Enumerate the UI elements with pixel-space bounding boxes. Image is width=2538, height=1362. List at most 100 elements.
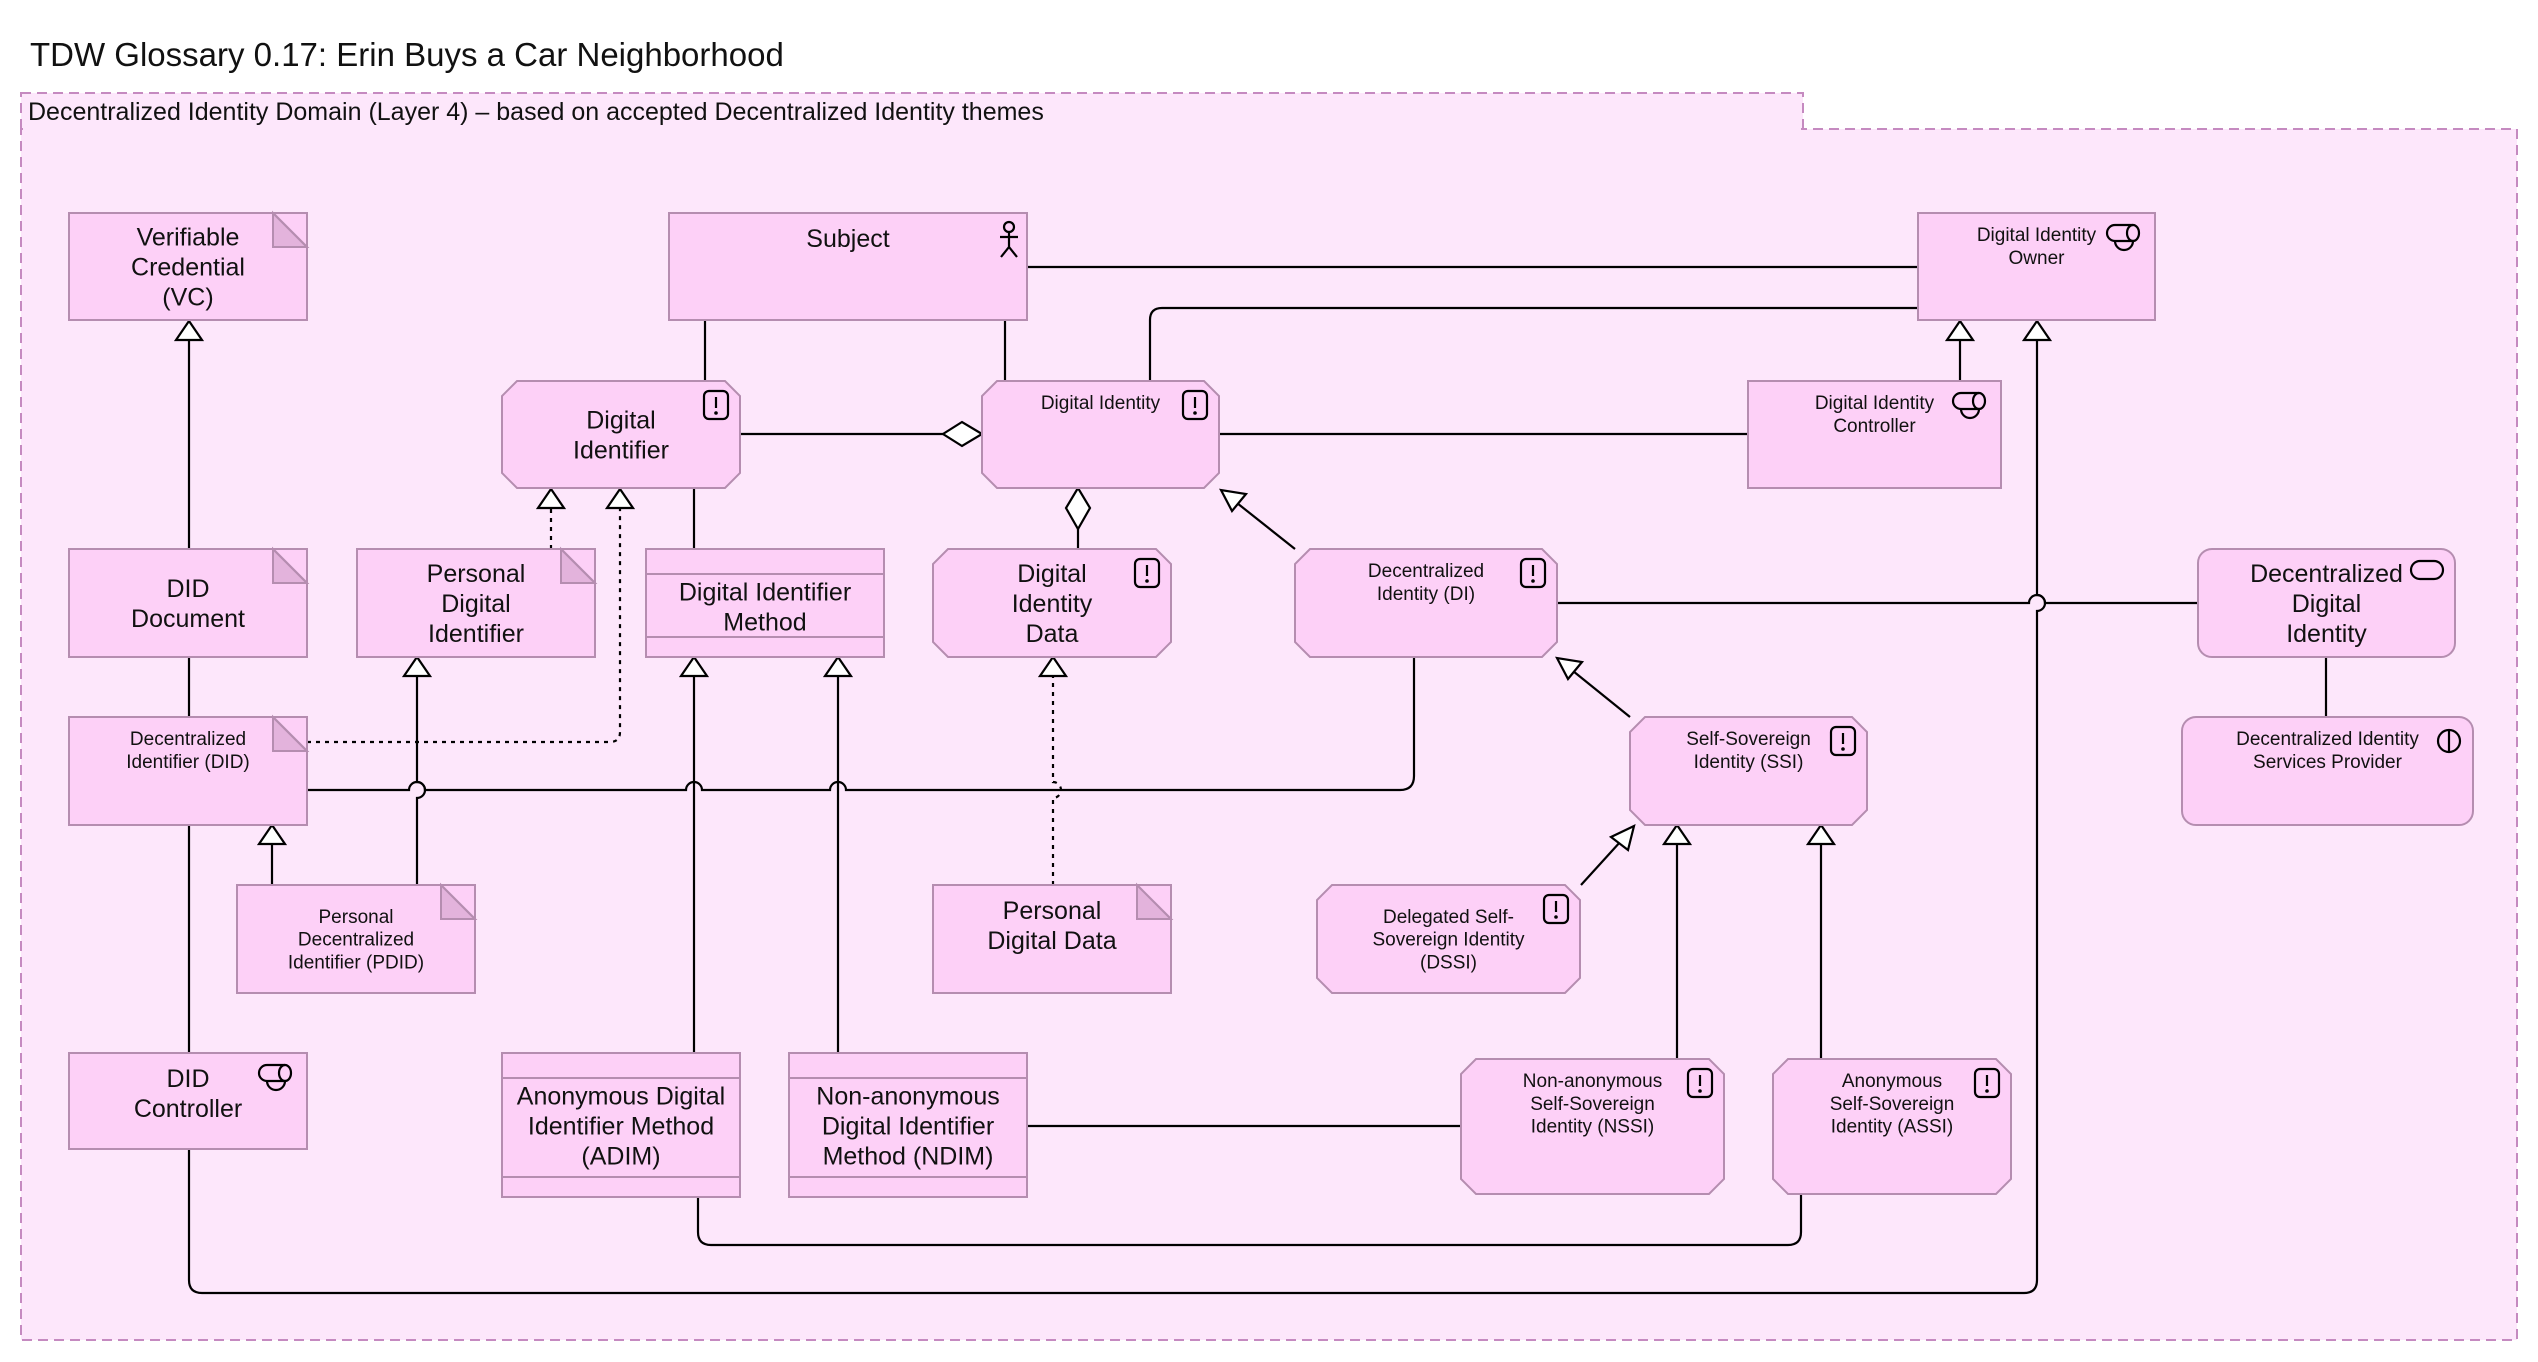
element-label: Sovereign Identity <box>1372 930 1525 951</box>
element-label: Identity <box>1012 590 1093 618</box>
spec-arrow-method-adim <box>678 655 710 678</box>
element-shape <box>1460 1058 1725 1195</box>
element-label: Self-Sovereign <box>1830 1094 1955 1115</box>
element-label: Delegated Self- <box>1383 907 1514 928</box>
spec-arrow-ssi-nssi <box>1661 823 1693 846</box>
element-label: Decentralized Identity <box>2236 729 2419 750</box>
group-decentralized-identity-domain: Decentralized Identity Domain (Layer 4) … <box>20 92 2518 1341</box>
element-label: Identity (SSI) <box>1694 752 1804 773</box>
element-label: Decentralized <box>1368 561 1484 582</box>
element-label: Identifier (DID) <box>126 752 250 773</box>
element-label: Subject <box>806 225 889 253</box>
aggregation-diamond-identifier <box>940 420 985 448</box>
element-dig-identity[interactable]: Digital Identity <box>981 380 1220 489</box>
exclamation-icon <box>1829 725 1857 757</box>
element-label: Digital Identity <box>1041 393 1161 414</box>
element-label: Identifier Method <box>528 1112 714 1140</box>
element-label: Personal <box>427 560 526 588</box>
element-label: DID <box>166 1065 209 1093</box>
element-label: Identity (ASSI) <box>1831 1117 1954 1138</box>
spec-arrow-di <box>1555 656 1585 681</box>
element-label: Non-anonymous <box>816 1082 999 1110</box>
element-shape <box>68 716 308 826</box>
representation-icon <box>440 882 478 920</box>
element-label: Document <box>131 605 245 633</box>
actor-icon <box>1000 220 1018 258</box>
rel-pdd-data <box>1051 676 1063 885</box>
element-shape <box>1294 548 1558 658</box>
element-label: Credential <box>131 253 245 281</box>
element-label: Verifiable <box>137 223 240 251</box>
element-label: Digital Identity <box>1977 225 2097 246</box>
group-label: Decentralized Identity Domain (Layer 4) … <box>28 98 1044 126</box>
element-shape <box>1917 212 2156 321</box>
element-label: Digital <box>1017 560 1086 588</box>
element-label: (VC) <box>162 283 213 311</box>
element-label: Personal <box>319 907 394 928</box>
element-label: Decentralized <box>2250 560 2403 588</box>
element-label: Digital Identity <box>1815 393 1935 414</box>
element-shape <box>2197 548 2456 658</box>
element-shape <box>932 884 1172 994</box>
spec-arrow-ssi-assi <box>1805 823 1837 846</box>
element-label: Identifier (PDID) <box>288 952 424 973</box>
element-shape <box>1772 1058 2012 1195</box>
spec-arrow-did <box>256 823 288 846</box>
element-subject[interactable]: Subject <box>668 212 1028 321</box>
spec-arrow-method-ndim <box>822 655 854 678</box>
element-label: Identity (NSSI) <box>1531 1117 1655 1138</box>
rel-dssi-ssi <box>1580 840 1622 886</box>
rel-identity-owner <box>1148 306 1918 381</box>
element-shape <box>68 212 308 321</box>
element-label: Self-Sovereign <box>1530 1094 1655 1115</box>
element-shape <box>1316 884 1581 994</box>
element-shape <box>356 548 596 658</box>
exclamation-icon <box>1133 557 1161 589</box>
element-label: Method (NDIM) <box>823 1142 994 1170</box>
element-shape <box>68 548 308 658</box>
representation-icon <box>560 546 598 584</box>
exclamation-icon <box>1686 1067 1714 1099</box>
aggregation-diamond-data <box>1064 485 1092 532</box>
element-label: Digital Identifier <box>822 1112 994 1140</box>
spec-arrow-owner-did-ctrl <box>2021 319 2053 342</box>
interface-icon <box>2436 728 2462 754</box>
element-label: Decentralized <box>298 930 414 951</box>
exclamation-icon <box>1181 389 1209 421</box>
element-label: Anonymous <box>1842 1071 1942 1092</box>
realization-arrow-did <box>604 487 636 510</box>
element-shape <box>236 884 476 994</box>
element-shape <box>1629 716 1868 826</box>
representation-icon <box>272 210 310 248</box>
element-label: Personal <box>1003 897 1102 925</box>
rel-did-di <box>307 657 1416 792</box>
exclamation-icon <box>1973 1067 2001 1099</box>
rel-ssi-di <box>1572 670 1631 718</box>
element-dssi[interactable]: Delegated Self-Sovereign Identity(DSSI) <box>1316 884 1581 994</box>
element-label: (ADIM) <box>581 1142 660 1170</box>
spec-arrow-ssi-dssi <box>1608 823 1636 852</box>
